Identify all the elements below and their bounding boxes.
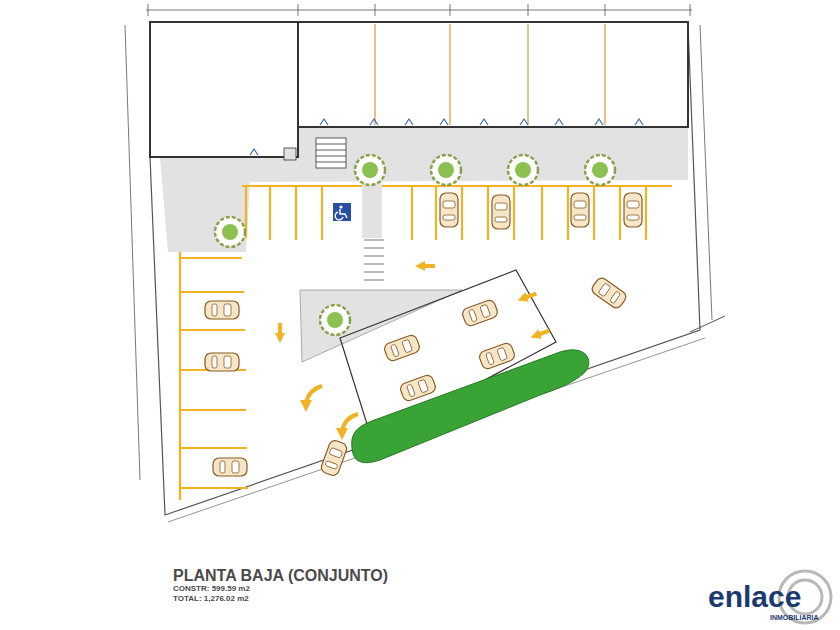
dimension-line xyxy=(125,4,712,480)
area-note: CONSTR: 599.59 m2 xyxy=(173,585,250,594)
logo-text: enlace xyxy=(708,580,801,613)
crosswalk xyxy=(364,240,384,280)
window-marks xyxy=(250,119,643,155)
property-line xyxy=(690,316,725,332)
area-note: TOTAL: 1,276.02 m2 xyxy=(173,595,249,604)
property-line xyxy=(168,338,705,522)
plan-title: PLANTA BAJA (CONJUNTO) xyxy=(173,567,388,585)
walkway xyxy=(362,182,382,238)
stairs xyxy=(284,138,346,168)
green-area xyxy=(352,350,589,463)
unit-divider xyxy=(375,24,605,125)
building xyxy=(150,22,688,157)
traffic-arrow xyxy=(275,261,551,440)
parking-stripes xyxy=(180,186,672,500)
logo-subtext: INMOBILIARIA xyxy=(770,614,819,622)
accessible-sign xyxy=(333,203,351,221)
